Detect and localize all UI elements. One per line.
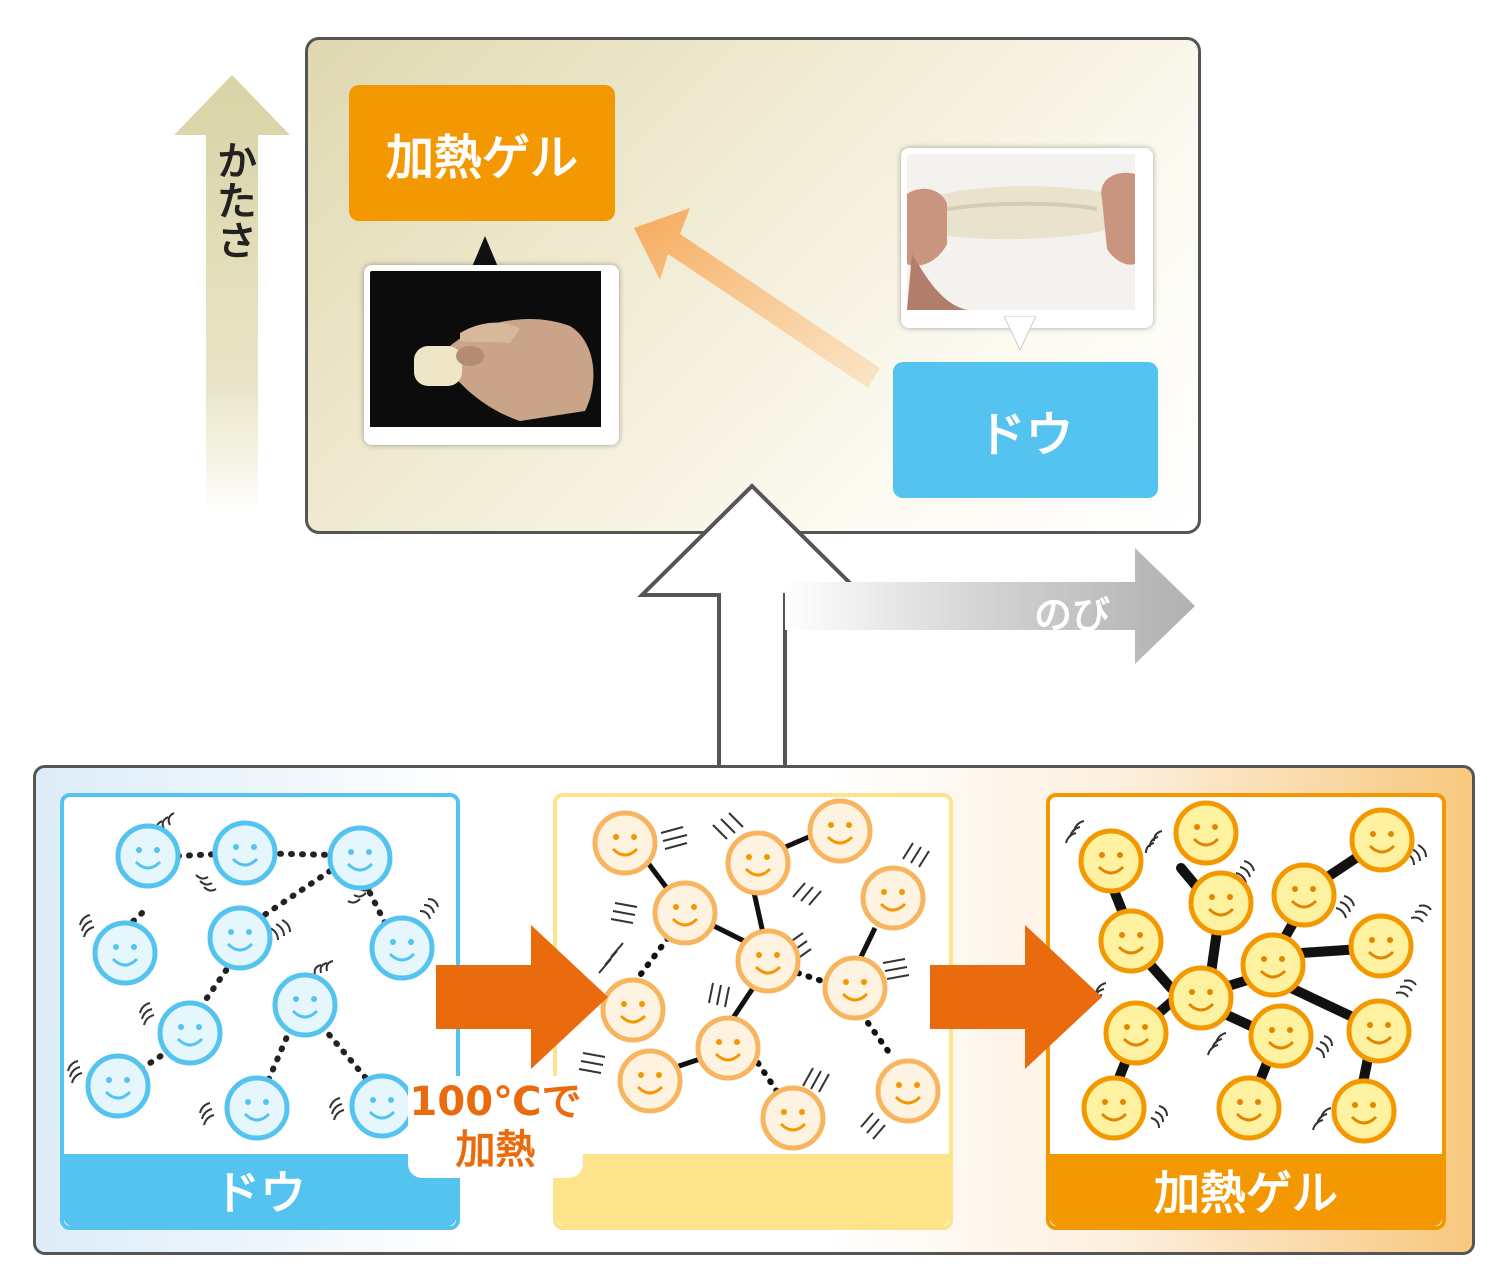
gel-label-text: 加熱ゲル (385, 130, 578, 186)
gel-label-box: 加熱ゲル (349, 85, 615, 221)
gel-molecules (1078, 800, 1415, 1144)
stage-gel-footer: 加熱ゲル (1050, 1154, 1442, 1226)
dough-photo-image (907, 154, 1135, 310)
gel-photo-image (370, 271, 601, 427)
stretch-label: のび (1034, 593, 1111, 637)
heat-arrow (436, 925, 608, 1069)
heat-condition-line1: 100℃で (409, 1079, 582, 1125)
stage-dough-label: ドウ (214, 1166, 306, 1220)
gel-network (1065, 800, 1432, 1144)
transition-arrow (634, 208, 880, 388)
heating-molecules (592, 798, 941, 1151)
stage-gel-label: 加熱ゲル (1154, 1166, 1338, 1220)
heat-condition-line2: 加熱 (455, 1127, 536, 1173)
stage-dough-footer: ドウ (64, 1154, 456, 1226)
heat-condition-label: 100℃で 加熱 (408, 1076, 583, 1178)
stage-heating-footer (557, 1154, 949, 1226)
dough-molecules (85, 820, 435, 1141)
hardness-label: かたさ (210, 140, 256, 260)
heating-network (578, 798, 941, 1151)
dough-photo-pointer (1003, 316, 1037, 352)
hardness-axis-arrow (174, 75, 290, 515)
gel-photo-pointer (469, 236, 501, 274)
dough-label-box: ドウ (893, 362, 1158, 498)
dough-label-text: ドウ (977, 407, 1074, 463)
dough-network (67, 812, 439, 1141)
stretch-axis-arrow (785, 548, 1195, 664)
dough-photo (901, 148, 1153, 328)
gel-photo (364, 265, 619, 445)
gel-arrow (930, 925, 1102, 1069)
